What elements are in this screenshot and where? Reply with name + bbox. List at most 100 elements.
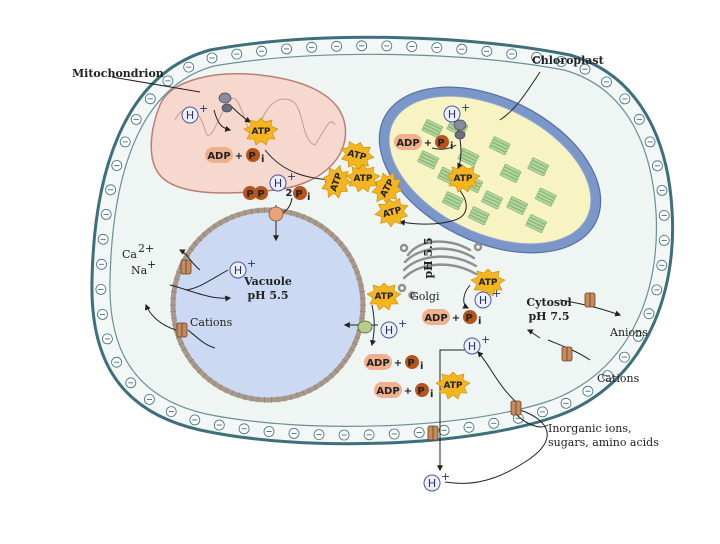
wall-negative-charge bbox=[163, 76, 173, 86]
svg-text:P: P bbox=[257, 189, 264, 200]
label-cations-right: Cations bbox=[597, 372, 640, 385]
label-na: Na bbox=[131, 264, 148, 277]
svg-text:2: 2 bbox=[286, 188, 293, 199]
wall-negative-charge bbox=[126, 378, 136, 388]
svg-text:P: P bbox=[465, 313, 472, 324]
wall-negative-charge bbox=[112, 357, 122, 367]
svg-text:+: + bbox=[398, 317, 407, 330]
svg-text:P: P bbox=[246, 189, 253, 200]
label-vacuole: Vacuole bbox=[243, 275, 292, 288]
vacuole-atpase bbox=[358, 321, 372, 333]
wall-negative-charge bbox=[561, 398, 571, 408]
svg-text:P: P bbox=[437, 138, 444, 149]
svg-text:i: i bbox=[450, 141, 453, 152]
wall-negative-charge bbox=[407, 42, 417, 52]
svg-text:i: i bbox=[478, 316, 481, 327]
wall-negative-charge bbox=[144, 394, 154, 404]
svg-text:i: i bbox=[430, 389, 433, 400]
wall-negative-charge bbox=[207, 53, 217, 63]
wall-negative-charge bbox=[357, 41, 367, 51]
wall-negative-charge bbox=[657, 260, 667, 270]
label-vacuole-ph: pH 5.5 bbox=[247, 289, 288, 302]
svg-text:P: P bbox=[248, 151, 255, 162]
vacuole-pump bbox=[269, 207, 283, 221]
svg-text:+: + bbox=[492, 287, 501, 300]
wall-negative-charge bbox=[264, 427, 274, 437]
wall-negative-charge bbox=[214, 420, 224, 430]
wall-negative-charge bbox=[645, 137, 655, 147]
svg-text:ADP: ADP bbox=[366, 358, 389, 369]
label-golgi-ph: pH 5.5 bbox=[422, 237, 435, 278]
svg-text:ADP: ADP bbox=[396, 138, 419, 149]
label-chloroplast: Chloroplast bbox=[532, 54, 605, 67]
h-ion-outside: H+ bbox=[424, 470, 450, 491]
wall-negative-charge bbox=[102, 334, 112, 344]
wall-negative-charge bbox=[439, 425, 449, 435]
wall-negative-charge bbox=[120, 137, 130, 147]
svg-text:H: H bbox=[186, 109, 194, 122]
svg-text:+: + bbox=[247, 257, 256, 270]
svg-text:P: P bbox=[295, 189, 302, 200]
label-ca: Ca bbox=[122, 248, 137, 261]
label-anions: Anions bbox=[609, 326, 648, 339]
svg-text:H: H bbox=[479, 294, 487, 307]
wall-negative-charge bbox=[620, 94, 630, 104]
wall-negative-charge bbox=[489, 418, 499, 428]
svg-text:H: H bbox=[385, 324, 393, 337]
svg-text:H: H bbox=[448, 108, 456, 121]
wall-negative-charge bbox=[382, 41, 392, 51]
label-cytosol-ph: pH 7.5 bbox=[528, 310, 569, 323]
svg-text:ATP: ATP bbox=[453, 174, 472, 184]
wall-negative-charge bbox=[98, 309, 108, 319]
svg-text:+: + bbox=[199, 102, 208, 115]
svg-text:i: i bbox=[420, 361, 423, 372]
svg-text:P: P bbox=[417, 386, 424, 397]
svg-text:+: + bbox=[441, 470, 450, 483]
vacuole bbox=[173, 210, 363, 400]
wall-negative-charge bbox=[364, 430, 374, 440]
wall-negative-charge bbox=[464, 422, 474, 432]
wall-negative-charge bbox=[97, 259, 107, 269]
wall-negative-charge bbox=[98, 234, 108, 244]
wall-negative-charge bbox=[112, 161, 122, 171]
wall-negative-charge bbox=[257, 46, 267, 56]
wall-negative-charge bbox=[644, 309, 654, 319]
label-golgi: Golgi bbox=[410, 290, 440, 303]
wall-negative-charge bbox=[289, 428, 299, 438]
svg-text:+: + bbox=[452, 313, 460, 324]
wall-negative-charge bbox=[314, 430, 324, 440]
wall-negative-charge bbox=[307, 42, 317, 52]
svg-text:+: + bbox=[394, 358, 402, 369]
svg-text:ATP: ATP bbox=[353, 174, 372, 184]
label-na-charge: + bbox=[147, 258, 156, 271]
wall-negative-charge bbox=[602, 77, 612, 87]
anion-channel bbox=[585, 293, 595, 307]
svg-text:ATP: ATP bbox=[374, 292, 393, 302]
label-ca-charge: 2+ bbox=[138, 242, 154, 255]
wall-negative-charge bbox=[332, 41, 342, 51]
wall-negative-charge bbox=[659, 210, 669, 220]
label-cytosol: Cytosol bbox=[526, 296, 571, 309]
wall-negative-charge bbox=[538, 407, 548, 417]
cation-channel-right bbox=[562, 347, 572, 361]
mitochondrion bbox=[151, 74, 345, 193]
wall-negative-charge bbox=[652, 161, 662, 171]
wall-negative-charge bbox=[339, 430, 349, 440]
label-mitochondrion: Mitochondrion bbox=[72, 67, 164, 80]
svg-text:H: H bbox=[234, 264, 242, 277]
svg-text:ATP: ATP bbox=[443, 381, 462, 391]
wall-negative-charge bbox=[583, 386, 593, 396]
svg-text:i: i bbox=[307, 192, 310, 203]
wall-negative-charge bbox=[106, 185, 116, 195]
wall-negative-charge bbox=[657, 185, 667, 195]
wall-negative-charge bbox=[145, 94, 155, 104]
wall-negative-charge bbox=[101, 209, 111, 219]
svg-text:H: H bbox=[274, 177, 282, 190]
wall-negative-charge bbox=[190, 415, 200, 425]
svg-text:ADP: ADP bbox=[376, 386, 399, 397]
wall-negative-charge bbox=[232, 49, 242, 59]
proton-pump-bottom bbox=[428, 426, 438, 440]
svg-text:+: + bbox=[481, 333, 490, 346]
